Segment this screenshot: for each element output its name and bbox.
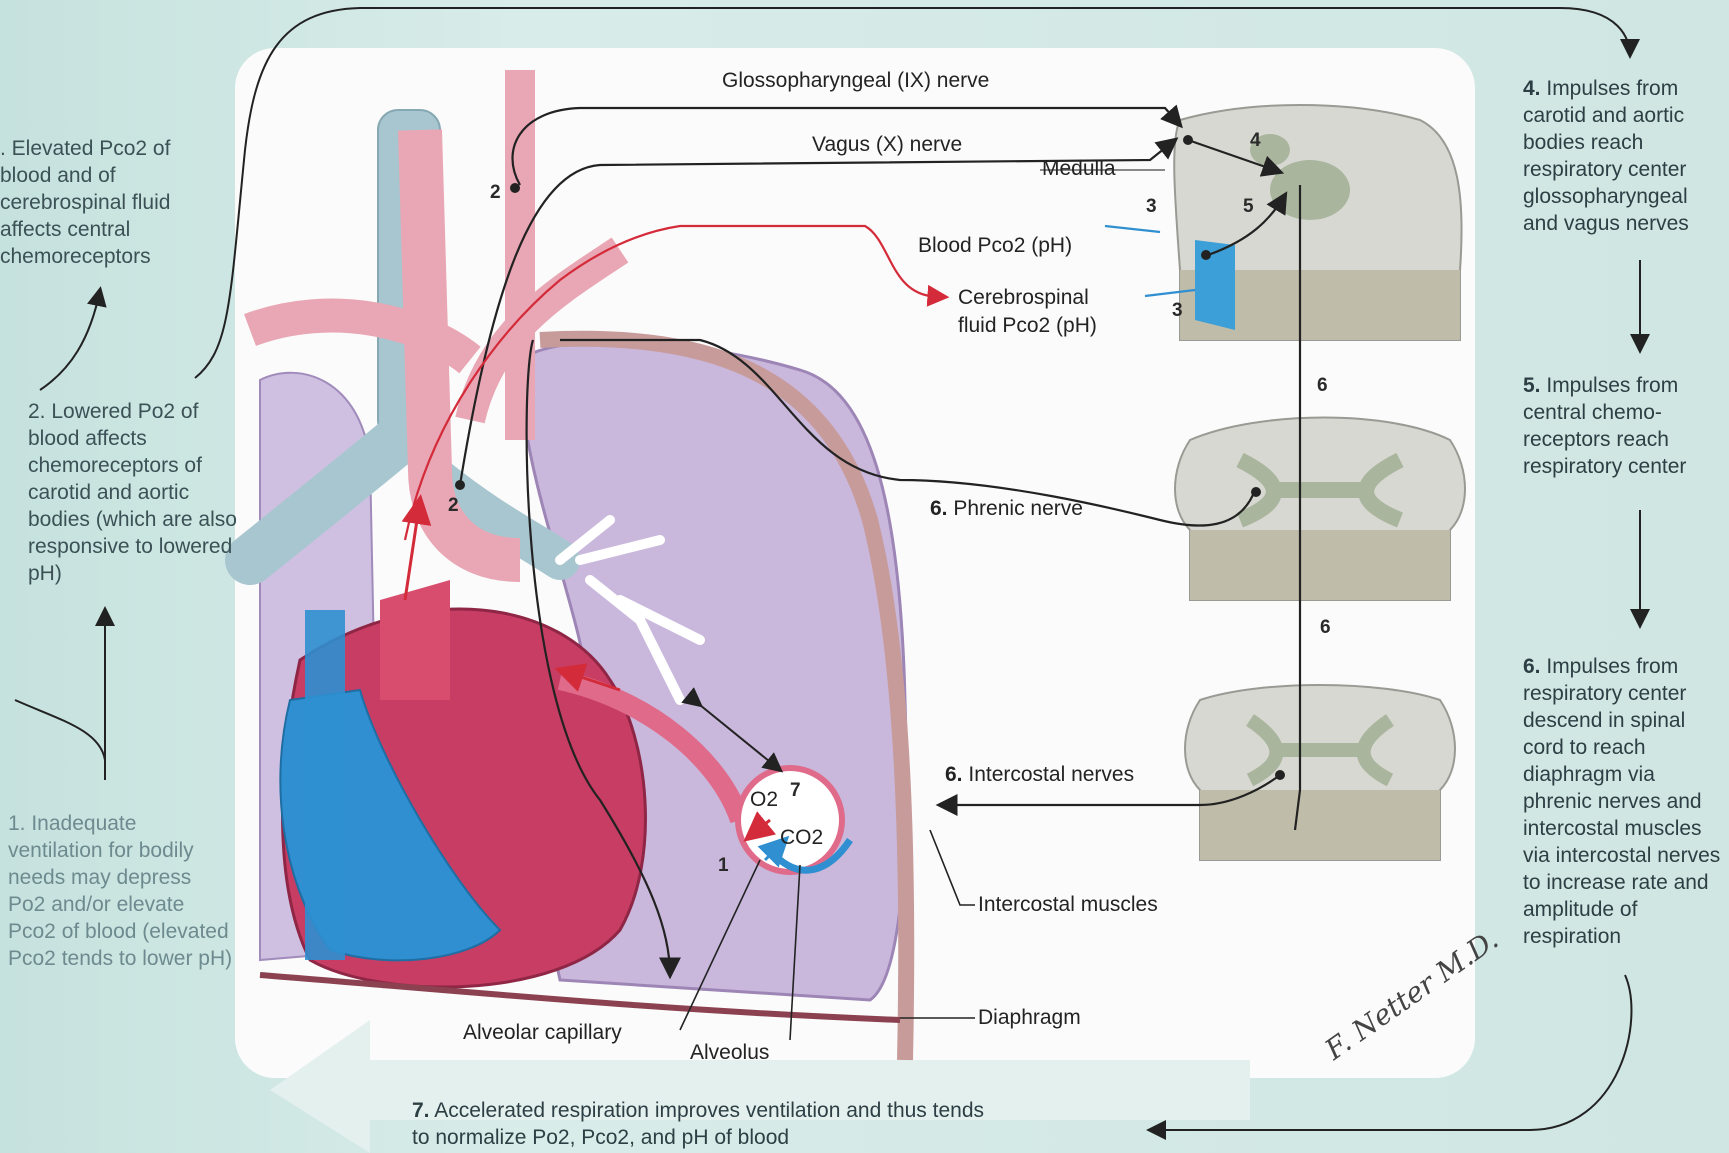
step-3-text: . Elevated Pco2 of blood and of cerebros… — [0, 135, 215, 270]
carotid-body-dot — [510, 183, 520, 193]
marker-1: 1 — [718, 855, 729, 877]
carotid-blood-arrow — [405, 500, 420, 600]
marker-2-aortic: 2 — [448, 495, 459, 517]
step-2-text: 2. Lowered Po2 of blood affects chemorec… — [28, 398, 243, 587]
marker-5: 5 — [1243, 196, 1254, 218]
intercostal-muscles-leader — [930, 830, 975, 905]
step-1-text: 1. Inadequate ventilation for bodily nee… — [8, 810, 233, 972]
brachiocephalic-artery — [250, 316, 470, 360]
flow-arrow-2-to-3 — [40, 290, 100, 390]
glossopharyngeal-label: Glossopharyngeal (IX) nerve — [722, 68, 989, 94]
phrenic-motor-dot — [1251, 487, 1261, 497]
step-4-text: 4. Impulses from carotid and aortic bodi… — [1523, 75, 1723, 237]
marker-3-medulla: 3 — [1146, 196, 1157, 218]
step-6-text: 6. Impulses from respiratory center desc… — [1523, 653, 1723, 950]
diaphragm-label: Diaphragm — [978, 1005, 1081, 1031]
cervical-cord-section — [1175, 418, 1465, 601]
intercostal-muscles-label: Intercostal muscles — [978, 892, 1158, 918]
intercostal-motor-dot — [1275, 770, 1285, 780]
alveolar-capillary-label: Alveolar capillary — [463, 1020, 622, 1046]
central-chemoreceptor-dot — [1201, 250, 1211, 260]
medulla-label: Medulla — [1042, 156, 1116, 182]
vagus-label: Vagus (X) nerve — [812, 132, 962, 158]
marker-2-carotid: 2 — [490, 182, 501, 204]
thoracic-cord-section — [1185, 685, 1455, 860]
marker-6-lower: 6 — [1320, 617, 1331, 639]
marker-3-csf: 3 — [1172, 300, 1183, 322]
marker-7: 7 — [790, 780, 801, 802]
alveolus-label: Alveolus — [690, 1040, 769, 1066]
aortic-body-dot — [455, 480, 465, 490]
blood-to-medulla-line — [1105, 226, 1160, 232]
phrenic-label: 6. Phrenic nerve — [930, 496, 1083, 522]
blood-pco2-label: Blood Pco2 (pH) — [918, 233, 1072, 259]
co2-label: CO2 — [780, 825, 823, 851]
marker-4: 4 — [1250, 130, 1261, 152]
intercostal-nerves-label: 6. Intercostal nerves — [945, 762, 1134, 788]
nucleus-dot — [1183, 135, 1193, 145]
vena-cava — [305, 610, 345, 960]
csf-label-line1: Cerebrospinal — [958, 285, 1089, 311]
marker-6-upper: 6 — [1317, 375, 1328, 397]
bracket-step1 — [15, 700, 105, 760]
o2-label: O2 — [750, 787, 778, 813]
csf-label-line2: fluid Pco2 (pH) — [958, 313, 1097, 339]
medulla-section — [1174, 105, 1461, 340]
step-7-text: 7. Accelerated respiration improves vent… — [412, 1097, 1172, 1151]
aortic-arch — [380, 580, 450, 700]
step-5-text: 5. Impulses from central chemo-receptors… — [1523, 372, 1723, 480]
